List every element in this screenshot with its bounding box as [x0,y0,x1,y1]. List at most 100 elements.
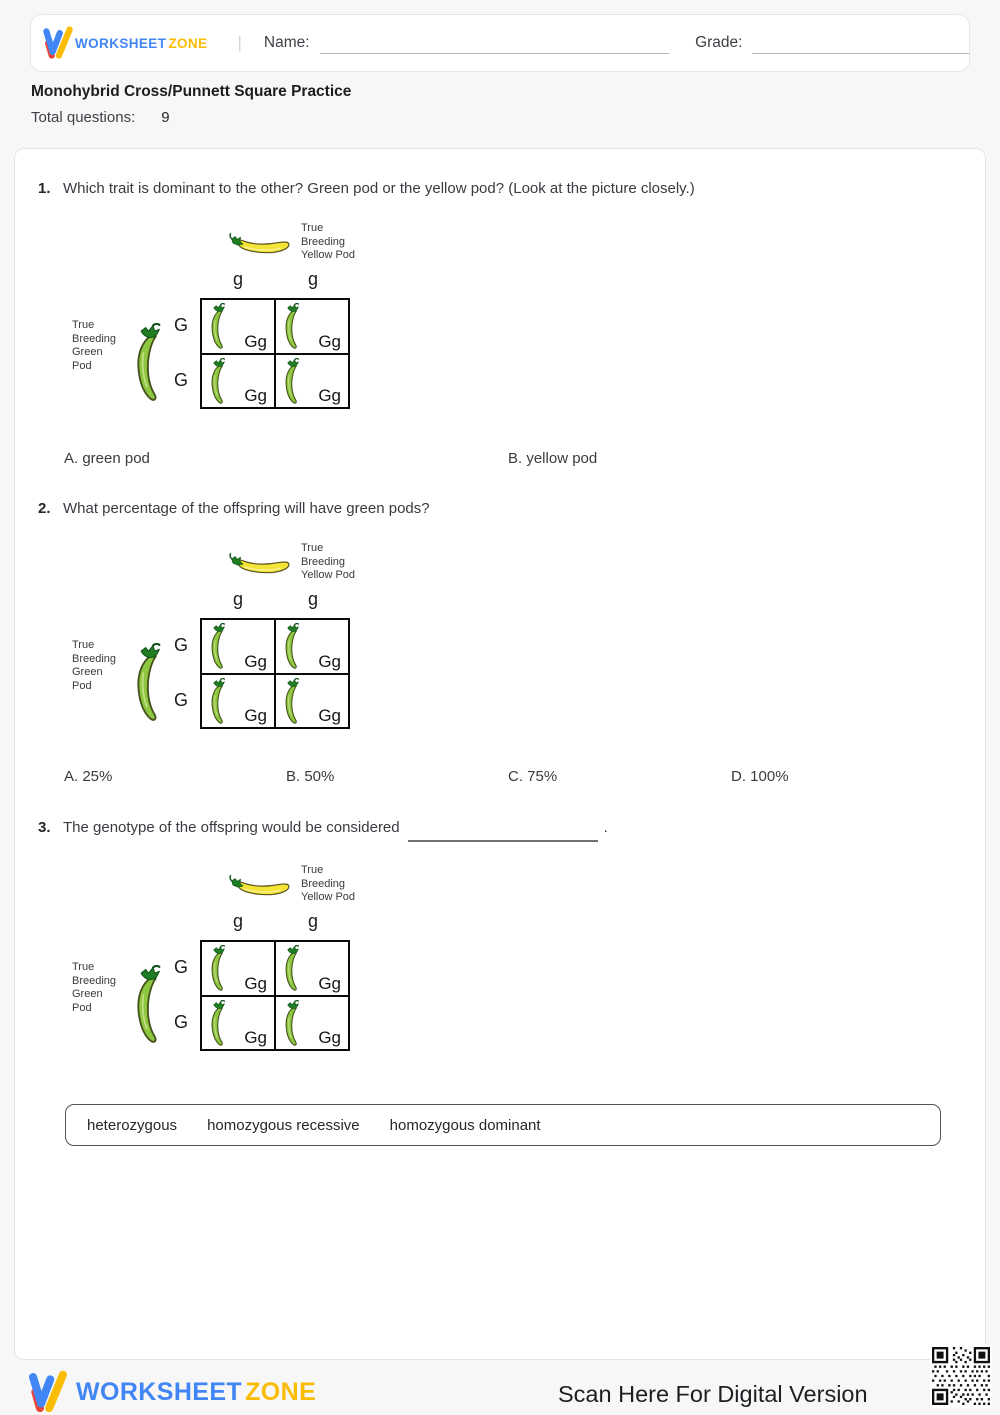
green-parent-label: True Breeding Green Pod [72,961,117,1014]
green-pod-icon [285,999,300,1046]
col-allele-1: g [232,589,243,609]
question-2: 2. What percentage of the offspring will… [38,499,430,519]
question-2-text: What percentage of the offspring will ha… [63,500,430,517]
punnett-cell: Gg [276,300,348,353]
total-questions: Total questions: 9 [31,109,170,126]
green-pod-icon [211,945,226,991]
worksheet-body: 1. Which trait is dominant to the other?… [14,148,986,1360]
punnett-cell: Gg [202,996,274,1049]
qr-code [930,1344,992,1408]
row-allele-1: G [173,957,188,977]
punnett-square-diagram: True Breeding Yellow Pod g g True Breedi… [61,219,421,414]
row-allele-1: G [173,315,188,335]
word-bank-item[interactable]: homozygous dominant [389,1116,541,1134]
green-pod-icon [211,303,226,349]
question-3-diagram: True Breeding Yellow Pod g g True Breedi… [61,861,421,1056]
genotype-label: Gg [244,973,267,993]
question-2-number: 2. [38,500,51,517]
green-pod-icon [211,623,226,669]
question-3-number: 3. [38,819,51,836]
option-b[interactable]: B. 50% [286,768,335,785]
genotype-label: Gg [318,386,341,405]
punnett-cell: Gg [276,620,348,673]
genotype-label: Gg [318,651,341,671]
green-pod-icon [285,623,300,669]
worksheetzone-logo-icon [41,25,75,61]
green-pod-icon [285,357,300,404]
green-pod-icon [211,677,226,724]
green-pod-icon [285,303,300,349]
green-pod-icon [211,357,226,404]
question-1-diagram: True Breeding Yellow Pod g g True Breedi… [61,219,421,414]
genotype-label: Gg [244,651,267,671]
col-allele-1: g [232,911,243,931]
punnett-square-diagram: True Breeding Yellow Pod g g True Breedi… [61,539,421,734]
total-questions-label: Total questions: [31,109,136,126]
col-allele-1: g [232,269,243,289]
row-allele-2: G [173,370,188,390]
genotype-label: Gg [318,706,341,725]
row-allele-2: G [173,690,188,710]
punnett-cell: Gg [276,354,348,407]
row-allele-2: G [173,1012,188,1032]
option-a[interactable]: A. green pod [64,450,150,467]
yellow-pod-icon [229,232,290,254]
question-1: 1. Which trait is dominant to the other?… [38,179,695,199]
punnett-cell: Gg [276,674,348,727]
yellow-pod-icon [229,874,290,896]
word-bank-item[interactable]: homozygous recessive [207,1116,360,1134]
green-pod-icon [285,677,300,724]
punnett-grid: Gg Gg Gg Gg [200,618,350,729]
answer-blank-line[interactable] [407,818,598,842]
worksheetzone-logo-icon [26,1369,70,1415]
punnett-cell: Gg [276,942,348,995]
name-blank-line[interactable] [319,32,670,54]
green-pod-icon [285,945,300,991]
punnett-cell: Gg [202,674,274,727]
word-bank-item[interactable]: heterozygous [87,1116,178,1134]
col-allele-2: g [307,911,318,931]
green-pod-icon [137,643,161,721]
genotype-label: Gg [318,973,341,993]
question-2-diagram: True Breeding Yellow Pod g g True Breedi… [61,539,421,734]
yellow-parent-label: True Breeding Yellow Pod [301,222,356,261]
scan-here-text: Scan Here For Digital Version [558,1381,868,1407]
question-1-text: Which trait is dominant to the other? Gr… [63,180,695,197]
green-pod-icon [211,999,226,1046]
grade-blank-line[interactable] [752,32,969,54]
punnett-grid: Gg Gg Gg Gg [200,298,350,409]
yellow-pod-icon [229,552,290,574]
green-parent-label: True Breeding Green Pod [72,639,117,692]
punnett-cell: Gg [276,996,348,1049]
option-d[interactable]: D. 100% [731,768,789,785]
punnett-cell: Gg [202,300,274,353]
header-separator: | [237,33,242,52]
yellow-parent-label: True Breeding Yellow Pod [301,542,356,581]
question-1-number: 1. [38,180,51,197]
green-parent-label: True Breeding Green Pod [72,319,117,372]
genotype-label: Gg [244,1028,267,1047]
punnett-grid: Gg Gg Gg Gg [200,940,350,1051]
option-a[interactable]: A. 25% [64,768,113,785]
green-pod-icon [137,323,161,401]
total-questions-value: 9 [161,109,170,126]
name-label: Name: [263,34,310,51]
genotype-label: Gg [318,331,341,351]
col-allele-2: g [307,589,318,609]
green-pod-icon [137,965,161,1043]
col-allele-2: g [307,269,318,289]
option-c[interactable]: C. 75% [508,768,558,785]
option-b[interactable]: B. yellow pod [508,450,598,467]
genotype-label: Gg [244,386,267,405]
question-3-text: The genotype of the offspring would be c… [63,819,400,836]
worksheet-title: Monohybrid Cross/Punnett Square Practice [31,83,352,100]
genotype-label: Gg [318,1028,341,1047]
punnett-square-diagram: True Breeding Yellow Pod g g True Breedi… [61,861,421,1056]
punnett-cell: Gg [202,354,274,407]
